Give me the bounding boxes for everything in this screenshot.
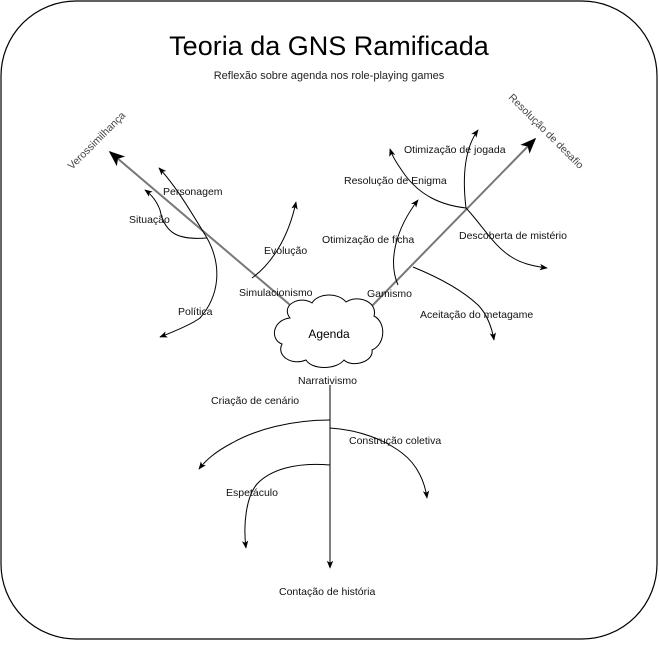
label-otimizacao-jogada: Otimização de jogada bbox=[404, 144, 506, 156]
diagram-title: Teoria da GNS Ramificada bbox=[169, 31, 490, 61]
label-evolucao: Evolução bbox=[264, 245, 307, 257]
label-narrativismo: Narrativismo bbox=[298, 375, 357, 387]
label-construcao-coletiva: Construção coletiva bbox=[349, 435, 441, 447]
label-situacao: Situação bbox=[129, 214, 170, 226]
branch-espetaculo bbox=[241, 463, 331, 549]
label-contacao-historia: Contação de história bbox=[279, 586, 375, 598]
label-espetaculo: Espetáculo bbox=[226, 487, 278, 499]
label-simulacionismo: Simulacionismo bbox=[239, 287, 313, 299]
branch-criacao-cenario bbox=[198, 419, 331, 470]
branch-descoberta-misterio bbox=[465, 207, 548, 271]
label-criacao-cenario: Criação de cenário bbox=[211, 395, 299, 407]
agenda-cloud bbox=[274, 294, 384, 368]
branch-politica bbox=[159, 237, 218, 338]
label-resolucao-enigma: Resolução de Enigma bbox=[344, 175, 447, 187]
branch-otimizacao-ficha bbox=[393, 199, 419, 286]
challenge-resolution-axis bbox=[367, 137, 537, 311]
branch-evolucao bbox=[251, 201, 298, 279]
branch-situacao bbox=[144, 189, 208, 239]
label-descoberta-misterio: Descoberta de mistério bbox=[459, 230, 567, 242]
branch-personagem bbox=[158, 167, 208, 239]
diagram-subtitle: Reflexão sobre agenda nos role-playing g… bbox=[214, 70, 445, 82]
label-personagem: Personagem bbox=[163, 186, 223, 198]
branch-construcao-coletiva bbox=[329, 427, 430, 499]
label-gamismo: Gamismo bbox=[367, 288, 412, 300]
label-politica: Política bbox=[178, 306, 213, 318]
label-aceitacao-metagame: Aceitação do metagame bbox=[420, 309, 533, 321]
branch-otimizacao-jogada bbox=[463, 129, 479, 209]
branch-resolucao-enigma bbox=[389, 148, 467, 209]
branch-aceitacao-metagame bbox=[412, 266, 496, 341]
label-otimizacao-ficha: Otimização de ficha bbox=[322, 234, 414, 246]
agenda-label: Agenda bbox=[308, 327, 350, 341]
